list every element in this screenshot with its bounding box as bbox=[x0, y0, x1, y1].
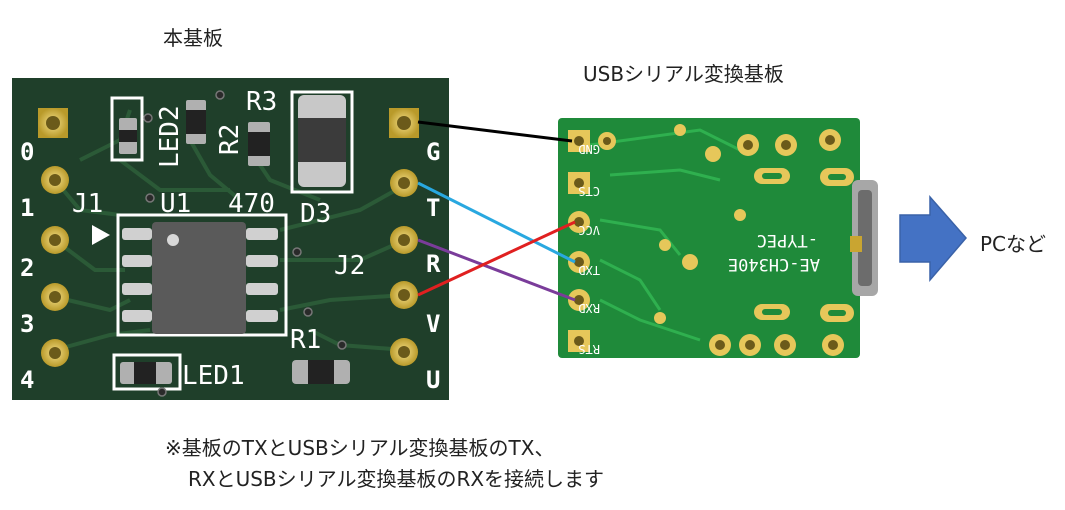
note-line-1: ※基板のTXとUSBシリアル変換基板のTX、 bbox=[165, 436, 555, 460]
left-pin-label: 2 bbox=[20, 254, 34, 282]
note-line-2: RXとUSBシリアル変換基板のRXを接続します bbox=[188, 467, 605, 491]
right-pin-label: T bbox=[426, 194, 440, 222]
main-board-title: 本基板 bbox=[163, 26, 223, 50]
right-arrow-icon bbox=[899, 195, 967, 283]
tx-wire bbox=[417, 181, 576, 264]
r2-label: R2 bbox=[215, 124, 245, 155]
gnd-wire bbox=[417, 120, 573, 143]
u1-chip bbox=[152, 222, 246, 334]
left-header-pins bbox=[38, 108, 69, 367]
usb-pin-label: VCC bbox=[578, 223, 600, 237]
right-pin-label: U bbox=[426, 366, 440, 394]
d3-label: D3 bbox=[300, 199, 331, 229]
usb-pin-label: GND bbox=[578, 142, 600, 156]
vcc-wire bbox=[417, 220, 576, 297]
wires bbox=[417, 120, 576, 302]
usb-pin-label: CTS bbox=[578, 184, 600, 198]
rx-wire bbox=[417, 238, 576, 302]
r3-label: R3 bbox=[246, 87, 277, 117]
left-pin-label: 3 bbox=[20, 310, 34, 338]
led1-label: LED1 bbox=[182, 361, 245, 391]
right-pin-label: R bbox=[426, 250, 441, 278]
right-pin-label: G bbox=[426, 138, 440, 166]
j2-label: J2 bbox=[334, 251, 365, 281]
usb-board-title: USBシリアル変換基板 bbox=[583, 62, 784, 86]
usb-serial-pcb: GND CTS VCC TXD RXD RTS bbox=[558, 118, 878, 358]
usb-pin-label: TXD bbox=[578, 263, 600, 277]
j1-label: J1 bbox=[72, 189, 103, 219]
usb-model-label: AE-CH340E bbox=[728, 254, 820, 274]
left-pin-label: 0 bbox=[20, 138, 34, 166]
pc-label: PCなど bbox=[980, 232, 1047, 256]
usb-variant-label: -TYPEC bbox=[757, 230, 818, 250]
right-header-pins bbox=[389, 108, 419, 366]
usb-pin-label: RXD bbox=[578, 301, 600, 315]
left-pin-label: 4 bbox=[20, 366, 34, 394]
r1-label: R1 bbox=[290, 325, 321, 355]
led2-label: LED2 bbox=[155, 105, 185, 168]
right-pin-label: V bbox=[426, 310, 440, 338]
main-pcb: 0 1 2 3 4 G T R V U bbox=[12, 78, 449, 400]
left-pin-label: 1 bbox=[20, 194, 34, 222]
usb-pin-label: RTS bbox=[578, 342, 600, 356]
